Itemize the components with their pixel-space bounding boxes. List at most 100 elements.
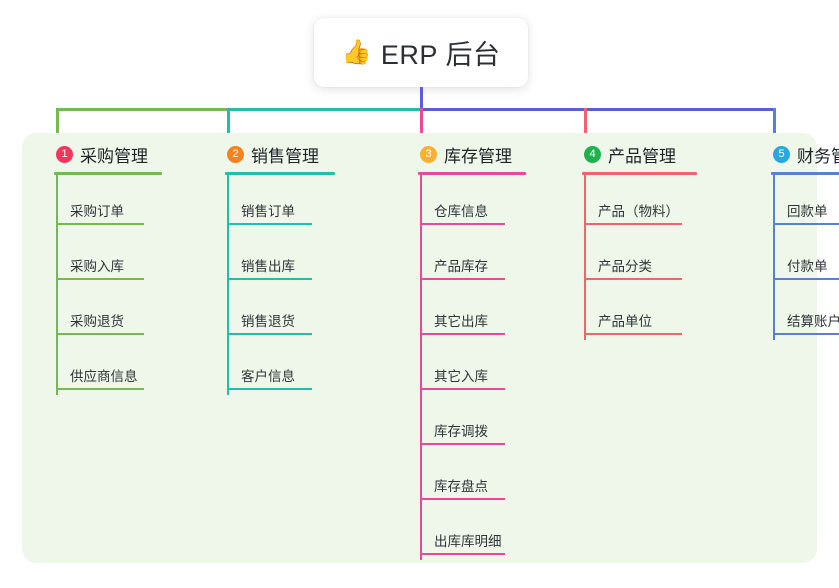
branch-item[interactable]: 采购退货 [38, 285, 186, 340]
branch-column-1: 1 采购管理采购订单采购入库采购退货供应商信息 [38, 141, 186, 395]
branch-item-label: 结算账户 [787, 314, 839, 329]
bus-segment-1 [56, 108, 229, 111]
branch-item-underline [420, 278, 505, 280]
branch-underline [54, 172, 162, 175]
branch-spine [56, 175, 58, 395]
branch-item-underline [227, 278, 312, 280]
branch-spine [420, 175, 422, 560]
branch-item-underline [773, 278, 839, 280]
branch-underline [771, 172, 839, 175]
branch-item-label: 销售退货 [241, 314, 295, 329]
branch-item[interactable]: 仓库信息 [402, 175, 548, 230]
branch-item-underline [420, 553, 505, 555]
branch-item-underline [227, 388, 312, 390]
branch-item-label: 其它出库 [434, 314, 488, 329]
branch-underline [582, 172, 697, 175]
branch-item-label: 产品库存 [434, 259, 488, 274]
branch-item[interactable]: 销售订单 [209, 175, 353, 230]
root-node-card[interactable]: 👍 ERP 后台 [314, 18, 528, 87]
branch-item[interactable]: 库存调拨 [402, 395, 548, 450]
branch-item[interactable]: 销售出库 [209, 230, 353, 285]
root-node-title: 👍 ERP 后台 [342, 33, 501, 72]
branch-item[interactable]: 库存盘点 [402, 450, 548, 505]
branch-title: 财务管理 [797, 146, 839, 166]
branch-item[interactable]: 供应商信息 [38, 340, 186, 395]
branch-item-label: 仓库信息 [434, 204, 488, 219]
branch-item[interactable]: 其它入库 [402, 340, 548, 395]
branch-number-badge: 1 [56, 145, 73, 163]
branch-item[interactable]: 采购订单 [38, 175, 186, 230]
branch-item[interactable]: 结算账户 [755, 285, 839, 340]
branch-item-underline [420, 388, 505, 390]
branch-item-underline [420, 443, 505, 445]
branch-header-4[interactable]: 4 产品管理 [566, 141, 718, 167]
drop-connector-5 [773, 108, 776, 144]
drop-connector-4 [584, 108, 587, 144]
branch-item-underline [56, 388, 144, 390]
branch-header-1[interactable]: 1 采购管理 [38, 141, 186, 167]
branch-item-underline [420, 333, 505, 335]
branch-item-label: 客户信息 [241, 369, 295, 384]
branch-item[interactable]: 产品库存 [402, 230, 548, 285]
branch-item[interactable]: 客户信息 [209, 340, 353, 395]
branch-item-underline [773, 223, 839, 225]
branch-underline [418, 172, 526, 175]
branch-item-underline [56, 223, 144, 225]
branch-title: 销售管理 [251, 146, 319, 166]
branch-underline [225, 172, 335, 175]
branch-column-3: 3 库存管理仓库信息产品库存其它出库其它入库库存调拨库存盘点出库库明细 [402, 141, 548, 560]
branch-item[interactable]: 产品单位 [566, 285, 718, 340]
branch-spine [227, 175, 229, 395]
root-stem-connector [420, 87, 423, 111]
branch-number-badge: 5 [773, 145, 790, 163]
root-node-label: ERP 后台 [380, 40, 501, 70]
branch-number-badge: 4 [584, 145, 601, 163]
branch-spine [773, 175, 775, 340]
branch-item[interactable]: 回款单 [755, 175, 839, 230]
branch-number-badge: 2 [227, 145, 244, 163]
branch-item-label: 产品单位 [598, 314, 652, 329]
branch-header-5[interactable]: 5 财务管理 [755, 141, 839, 167]
branch-column-5: 5 财务管理回款单付款单结算账户 [755, 141, 839, 340]
branch-title: 库存管理 [444, 146, 512, 166]
branch-item-label: 供应商信息 [70, 369, 138, 384]
branch-items: 回款单付款单结算账户 [755, 175, 839, 340]
branch-item-underline [773, 333, 839, 335]
branch-item-label: 采购入库 [70, 259, 124, 274]
branch-item-underline [56, 333, 144, 335]
branch-item[interactable]: 付款单 [755, 230, 839, 285]
branch-spine [584, 175, 586, 340]
diagram-panel [22, 133, 817, 563]
branch-item-underline [584, 333, 682, 335]
branch-item-label: 库存盘点 [434, 479, 488, 494]
branch-header-3[interactable]: 3 库存管理 [402, 141, 548, 167]
bus-segment-3 [421, 108, 776, 111]
branch-title: 产品管理 [608, 146, 676, 166]
branch-item[interactable]: 产品（物料） [566, 175, 718, 230]
branch-number-badge: 3 [420, 145, 437, 163]
bus-segment-2 [229, 108, 421, 111]
branch-item[interactable]: 采购入库 [38, 230, 186, 285]
branch-item-underline [227, 333, 312, 335]
branch-item-label: 回款单 [787, 204, 828, 219]
branch-header-2[interactable]: 2 销售管理 [209, 141, 353, 167]
branch-item-underline [584, 278, 682, 280]
drop-connector-1 [56, 108, 59, 144]
branch-item-label: 采购订单 [70, 204, 124, 219]
branch-column-4: 4 产品管理产品（物料）产品分类产品单位 [566, 141, 718, 340]
branch-items: 仓库信息产品库存其它出库其它入库库存调拨库存盘点出库库明细 [402, 175, 548, 560]
branch-item[interactable]: 出库库明细 [402, 505, 548, 560]
branch-item[interactable]: 产品分类 [566, 230, 718, 285]
branch-item-underline [420, 498, 505, 500]
branch-items: 产品（物料）产品分类产品单位 [566, 175, 718, 340]
branch-item-underline [227, 223, 312, 225]
branch-item-label: 其它入库 [434, 369, 488, 384]
branch-title: 采购管理 [80, 146, 148, 166]
branch-item[interactable]: 其它出库 [402, 285, 548, 340]
branch-item-label: 付款单 [787, 259, 828, 274]
branch-item-underline [420, 223, 505, 225]
branch-item[interactable]: 销售退货 [209, 285, 353, 340]
branch-item-underline [584, 223, 682, 225]
thumbs-up-emoji: 👍 [341, 38, 372, 66]
